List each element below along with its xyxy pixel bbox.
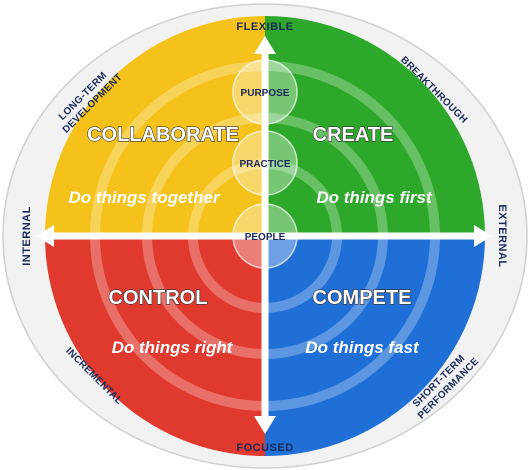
axis-label-flexible: FLEXIBLE	[236, 21, 293, 33]
arrow-head-down	[254, 416, 276, 434]
title-control: CONTROL	[109, 287, 208, 309]
center-circles: PURPOSE PRACTICE PEOPLE	[232, 59, 298, 269]
axis-label-internal: INTERNAL	[21, 206, 33, 266]
axis-label-focused: FOCUSED	[236, 442, 293, 454]
tagline-compete: Do things fast	[305, 338, 420, 357]
title-compete: COMPETE	[313, 287, 412, 309]
tagline-collaborate: Do things together	[68, 188, 220, 207]
circle-practice	[232, 130, 298, 196]
tagline-control: Do things right	[112, 338, 234, 357]
title-collaborate: COLLABORATE	[87, 124, 239, 146]
title-create: CREATE	[313, 124, 394, 146]
tagline-create: Do things first	[316, 188, 433, 207]
arrow-head-up	[254, 36, 276, 54]
axis-arrows	[36, 36, 492, 434]
circle-people	[232, 203, 298, 269]
center-label-people: PEOPLE	[245, 232, 286, 243]
center-label-purpose: PURPOSE	[241, 88, 290, 99]
axis-label-external: EXTERNAL	[496, 204, 508, 267]
arrow-head-left	[36, 225, 54, 247]
circle-purpose	[232, 59, 298, 125]
center-label-practice: PRACTICE	[239, 159, 290, 170]
arrow-head-right	[474, 225, 492, 247]
